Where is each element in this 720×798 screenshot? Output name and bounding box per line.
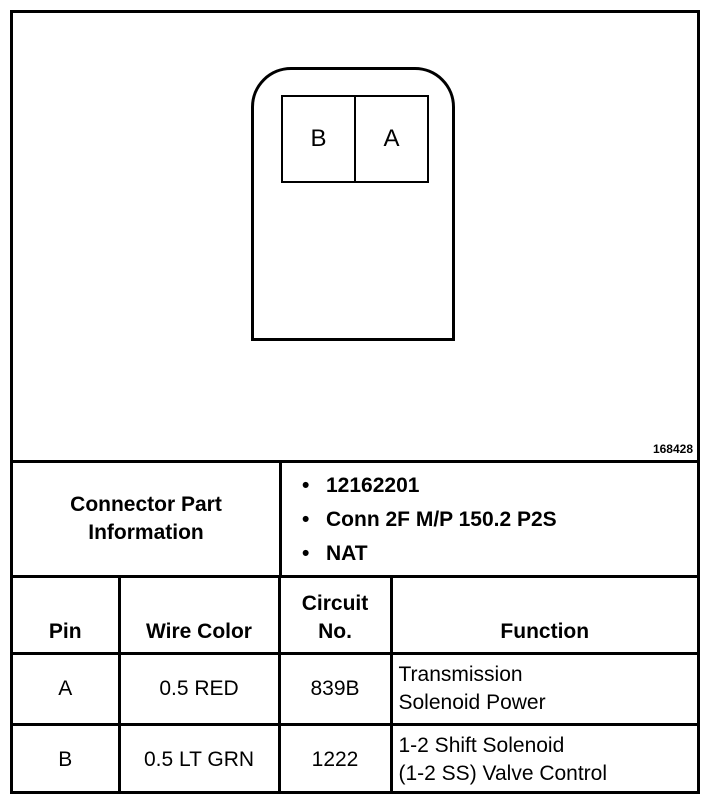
header-wire-color: Wire Color (119, 578, 281, 655)
connector-part-info-list: 12162201 Conn 2F M/P 150.2 P2S NAT (282, 463, 697, 575)
wire-color-cell: 0.5 LT GRN (119, 724, 281, 794)
header-circuit-line2: No. (318, 620, 352, 643)
function-cell: Transmission Solenoid Power (391, 653, 697, 726)
cavity-a: A (354, 97, 427, 181)
connector-color: NAT (302, 537, 697, 571)
table-row: A 0.5 RED 839B Transmission Solenoid Pow… (13, 653, 697, 726)
function-line1: Transmission (398, 663, 523, 686)
function-line2: Solenoid Power (398, 691, 546, 714)
table-row: B 0.5 LT GRN 1222 1-2 Shift Solenoid (1-… (13, 724, 697, 795)
figure-id: 168428 (652, 442, 693, 456)
function-line1: 1-2 Shift Solenoid (398, 734, 565, 757)
pin-cell: B (13, 724, 121, 794)
table-header-row: Pin Wire Color Circuit No. Function (13, 578, 697, 655)
function-line2: (1-2 SS) Valve Control (398, 762, 608, 785)
header-circuit: Circuit No. (279, 578, 393, 655)
part-number: 12162201 (302, 469, 697, 503)
header-circuit-line1: Circuit (301, 592, 369, 615)
pin-cell: A (13, 653, 121, 726)
pin-table: Pin Wire Color Circuit No. Function A 0.… (13, 578, 697, 794)
header-function: Function (391, 578, 697, 655)
circuit-cell: 1222 (279, 724, 393, 794)
circuit-cell: 839B (279, 653, 393, 726)
connector-housing (251, 67, 455, 341)
wire-color-cell: 0.5 RED (119, 653, 281, 726)
cavity-block: B A (281, 95, 429, 183)
connector-part-info: Connector Part Information 12162201 Conn… (13, 463, 697, 578)
connector-document: B A 168428 Connector Part Information 12… (10, 10, 700, 794)
header-pin: Pin (13, 578, 121, 655)
connector-description: Conn 2F M/P 150.2 P2S (302, 503, 697, 537)
connector-diagram: B A 168428 (13, 13, 697, 463)
cavity-b: B (310, 125, 327, 152)
connector-part-info-label: Connector Part Information (13, 463, 282, 575)
function-cell: 1-2 Shift Solenoid (1-2 SS) Valve Contro… (391, 725, 697, 795)
